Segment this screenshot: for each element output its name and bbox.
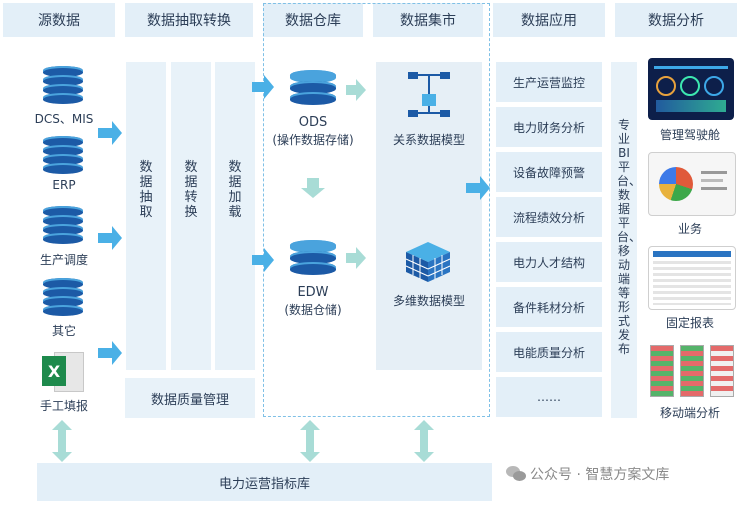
platform-box	[611, 62, 637, 418]
arrow-right-icon	[252, 248, 274, 272]
arrow-down-icon	[301, 178, 325, 198]
ods-desc: (操作数据存储)	[272, 133, 354, 147]
header-mart: 数据集市	[373, 3, 483, 37]
arrow-right-icon	[98, 121, 122, 145]
app-item-7: ……	[496, 377, 602, 417]
business-chart-thumbnail	[648, 152, 736, 216]
wechat-icon	[506, 466, 526, 482]
ods-icon	[290, 70, 336, 105]
etl-load-label: 数据加载	[228, 160, 242, 220]
cube-icon	[404, 240, 452, 284]
etl-extract-box	[126, 62, 166, 370]
hierarchy-icon	[408, 70, 450, 120]
mart-relational-label: 关系数据模型	[392, 133, 465, 147]
source-erp-label: ERP	[52, 178, 76, 192]
arrow-right-icon	[98, 226, 122, 250]
database-icon-production	[43, 206, 83, 244]
edw-desc: (数据仓储)	[284, 303, 342, 317]
header-application: 数据应用	[493, 3, 605, 37]
analysis-mobile-label: 移动端分析	[659, 406, 720, 420]
mart-multidim-label: 多维数据模型	[392, 294, 465, 308]
etl-quality-box: 数据质量管理	[125, 378, 255, 418]
arrow-right-icon	[466, 176, 490, 200]
database-icon-dcs	[43, 66, 83, 104]
mobile-thumbnails	[650, 345, 734, 397]
header-analysis: 数据分析	[615, 3, 737, 37]
report-table-thumbnail	[648, 246, 736, 310]
arrow-right-icon	[346, 79, 366, 101]
app-item-1: 电力财务分析	[496, 107, 602, 147]
arrow-right-icon	[252, 75, 274, 99]
source-production-label: 生产调度	[39, 253, 88, 267]
double-arrow-icon	[300, 420, 320, 462]
app-item-5: 备件耗材分析	[496, 287, 602, 327]
double-arrow-icon	[414, 420, 434, 462]
ods-name: ODS	[298, 115, 328, 130]
analysis-cockpit-label: 管理驾驶舱	[659, 128, 720, 142]
arrow-right-icon	[98, 341, 122, 365]
platform-label: 专业BI平台、数据平台、移动端等形式发布	[617, 118, 642, 356]
analysis-business-label: 业务	[677, 222, 702, 236]
header-source: 源数据	[3, 3, 115, 37]
arrow-right-icon	[346, 247, 366, 269]
database-icon-other	[43, 278, 83, 316]
cockpit-dashboard-thumbnail	[648, 58, 734, 120]
double-arrow-icon	[52, 420, 72, 462]
header-warehouse: 数据仓库	[263, 3, 363, 37]
etl-transform-box	[171, 62, 211, 370]
warehouse-region	[263, 3, 490, 417]
etl-extract-label: 数据抽取	[139, 160, 153, 220]
source-other-label: 其它	[51, 324, 76, 338]
app-item-0: 生产运营监控	[496, 62, 602, 102]
analysis-report-label: 固定报表	[665, 316, 714, 330]
etl-load-box	[215, 62, 255, 370]
app-item-4: 电力人才结构	[496, 242, 602, 282]
edw-name: EDW	[297, 285, 329, 300]
etl-transform-label: 数据转换	[184, 160, 198, 220]
app-item-3: 流程绩效分析	[496, 197, 602, 237]
indicator-library-bar: 电力运营指标库	[37, 463, 492, 501]
database-icon-erp	[43, 136, 83, 174]
edw-icon	[290, 240, 336, 275]
app-item-2: 设备故障预警	[496, 152, 602, 192]
header-etl: 数据抽取转换	[125, 3, 253, 37]
app-item-6: 电能质量分析	[496, 332, 602, 372]
excel-icon: X	[42, 352, 84, 392]
source-dcs-label: DCS、MIS	[34, 112, 94, 126]
watermark-text: 公众号 · 智慧方案文库	[530, 467, 670, 483]
source-manual-label: 手工填报	[39, 399, 88, 413]
